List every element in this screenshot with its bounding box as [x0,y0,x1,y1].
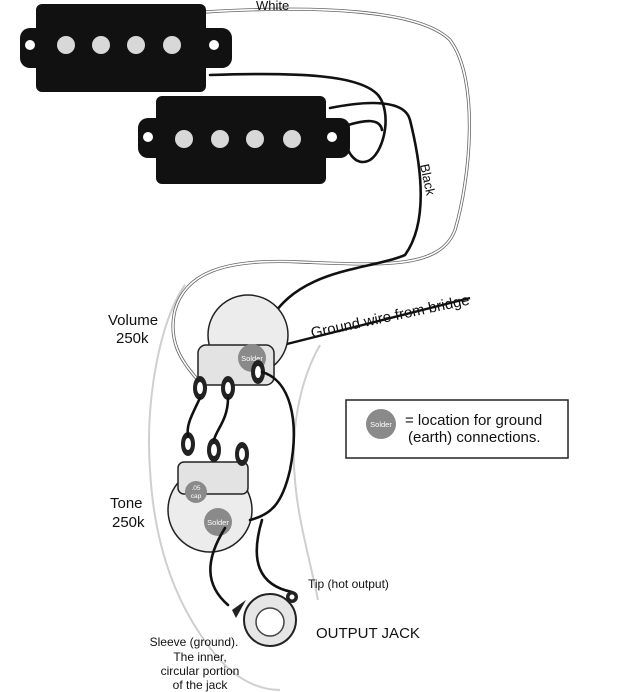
pickup-lower [138,96,350,184]
white-wire [171,7,472,382]
sleeve-label-line1: Sleeve (ground). [150,635,239,649]
cap-value-label: .05 [191,485,200,492]
cap-label: cap [191,493,202,500]
sleeve-label-line3: circular portion [161,664,240,678]
output-jack-label: OUTPUT JACK [316,625,420,642]
tone-lugs [181,432,249,466]
black-wire-label: Black [417,163,438,198]
legend-line1: = location for ground [405,412,542,429]
pickup-upper [20,4,232,92]
volume-solder-label: Solder [241,354,263,363]
tone-solder-label: Solder [207,518,229,527]
cavity-outline [148,284,321,691]
legend-line2: (earth) connections. [408,429,541,446]
legend-box: Solder = location for ground (earth) con… [345,399,569,459]
tone-label: Tone [110,495,143,512]
ground-wire-label: Ground wire from bridge [309,292,471,342]
component-wires [186,370,296,607]
volume-pot: Solder [193,294,289,400]
tip-label: Tip (hot output) [308,577,389,591]
volume-value-label: 250k [116,330,149,347]
tone-value-label: 250k [112,514,145,531]
legend-solder-symbol: Solder [370,420,392,429]
white-wire-label: White [256,0,289,13]
sleeve-label-line4: of the jack [173,678,229,692]
volume-label: Volume [108,312,158,329]
ground-wire [254,296,471,354]
output-jack [232,591,298,647]
sleeve-label-line2: The inner, [173,650,226,664]
tone-pot: .05 cap Solder [167,432,253,553]
volume-lugs [193,360,265,400]
